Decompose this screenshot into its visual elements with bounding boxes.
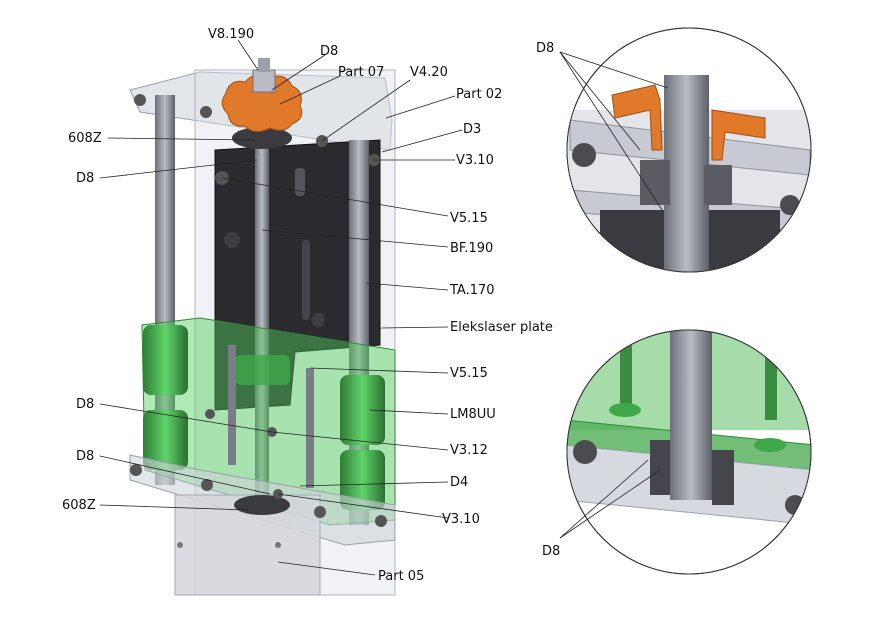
label-ta-170: TA.170 bbox=[449, 283, 495, 298]
lead-screw bbox=[255, 140, 269, 515]
part-07-knob bbox=[221, 58, 303, 132]
label-part-05: Part 05 bbox=[378, 569, 424, 584]
leader-lines bbox=[99, 39, 463, 576]
label-d3: D3 bbox=[463, 122, 481, 137]
label-d8-left-mid: D8 bbox=[76, 397, 94, 412]
detail-view-top: D8 bbox=[536, 27, 812, 273]
lm8uu-bearing-left-bottom bbox=[143, 410, 188, 470]
label-v8-190: V8.190 bbox=[208, 27, 254, 42]
label-lm8uu: LM8UU bbox=[450, 407, 496, 422]
label-d8-left-low: D8 bbox=[76, 449, 94, 464]
label-v5-15-bottom: V5.15 bbox=[450, 366, 488, 381]
label-d8-left-top: D8 bbox=[76, 171, 94, 186]
label-v3-12: V3.12 bbox=[450, 443, 488, 458]
label-part-07: Part 07 bbox=[338, 65, 384, 80]
label-detail-bottom-d8: D8 bbox=[542, 544, 560, 559]
label-608z-top: 608Z bbox=[68, 131, 102, 146]
lm8uu-bearing-right-bottom bbox=[340, 450, 385, 510]
608z-bearing-bottom bbox=[234, 495, 290, 515]
label-v5-15-top: V5.15 bbox=[450, 211, 488, 226]
label-part-02: Part 02 bbox=[456, 87, 502, 102]
label-elekslaser-plate: Elekslaser plate bbox=[450, 320, 553, 335]
label-detail-top-d8: D8 bbox=[536, 41, 554, 56]
label-d4: D4 bbox=[450, 475, 468, 490]
label-v4-20: V4.20 bbox=[410, 65, 448, 80]
lm8uu-bearing-right-top bbox=[340, 375, 385, 445]
label-v3-10-bottom: V3.10 bbox=[442, 512, 480, 527]
main-assembly bbox=[129, 58, 396, 596]
part-labels: V8.190 D8 Part 07 V4.20 Part 02 D3 V3.10… bbox=[62, 27, 553, 584]
608z-bearing-top bbox=[232, 127, 292, 149]
label-v3-10-top: V3.10 bbox=[456, 153, 494, 168]
label-bf-190: BF.190 bbox=[450, 241, 493, 256]
label-608z-bottom: 608Z bbox=[62, 498, 96, 513]
label-d8-top: D8 bbox=[320, 44, 338, 59]
detail-view-bottom: D8 bbox=[542, 329, 812, 575]
lm8uu-bearing-left-top bbox=[143, 325, 188, 395]
